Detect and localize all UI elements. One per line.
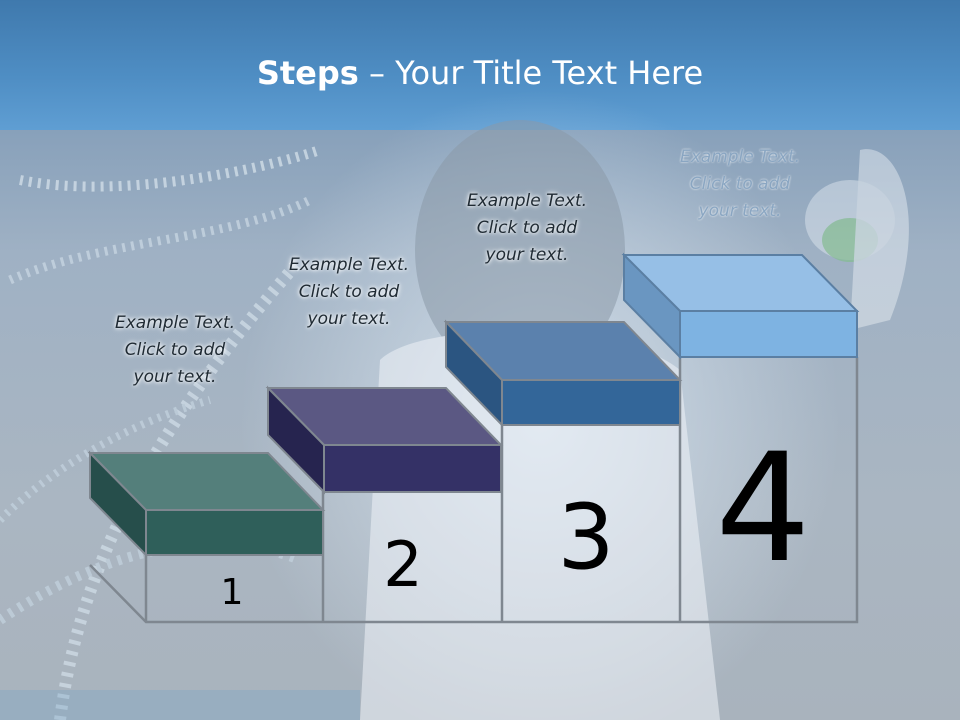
caption-line: your text. [485, 245, 569, 265]
step-caption-1[interactable]: Example Text. Click to add your text. [90, 310, 260, 391]
caption-line: your text. [307, 309, 391, 329]
step-caption-2[interactable]: Example Text. Click to add your text. [264, 252, 434, 333]
caption-line: Click to add [298, 282, 400, 302]
caption-line: Example Text. [114, 313, 236, 333]
caption-line: Example Text. [679, 147, 801, 167]
step-block-3[interactable] [443, 319, 683, 428]
title-bold: Steps [256, 54, 359, 92]
caption-line: Click to add [689, 174, 791, 194]
step-block-4[interactable] [621, 252, 860, 360]
step-number-1[interactable]: 1 [221, 572, 244, 613]
step-block-2[interactable] [265, 385, 504, 495]
title-rest: – Your Title Text Here [358, 54, 704, 92]
caption-line: Click to add [124, 340, 226, 360]
caption-line: Example Text. [466, 191, 588, 211]
caption-line: your text. [698, 201, 782, 221]
caption-line: your text. [133, 367, 217, 387]
step-number-2[interactable]: 2 [383, 528, 422, 601]
caption-line: Click to add [476, 218, 578, 238]
slide-title[interactable]: Steps – Your Title Text Here [0, 54, 960, 92]
step-number-3[interactable]: 3 [557, 485, 614, 590]
caption-line: Example Text. [288, 255, 410, 275]
step-caption-3[interactable]: Example Text. Click to add your text. [442, 188, 612, 269]
step-block-1[interactable] [87, 450, 326, 558]
step-caption-4[interactable]: Example Text. Click to add your text. [655, 144, 825, 225]
step-number-4[interactable]: 4 [715, 422, 810, 596]
